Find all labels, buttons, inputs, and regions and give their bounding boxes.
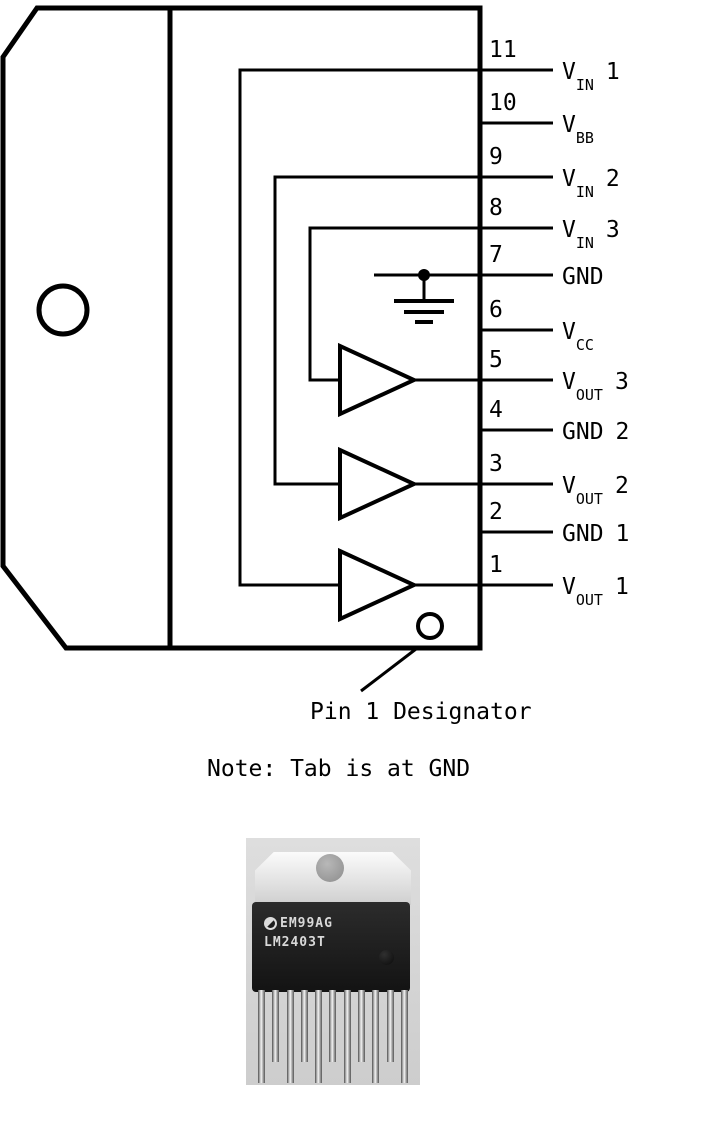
lead-6 [329,990,337,1062]
lead-5 [315,990,323,1083]
package-photo: EM99AG LM2403T [246,838,420,1085]
tab-gnd-note: Note: Tab is at GND [207,756,470,782]
mounting-hole [36,283,90,337]
pin-label-8: VIN 3 [562,217,620,252]
wire-vin3 [308,226,480,382]
photo-marking-line2: LM2403T [264,935,326,950]
label-tail: 2 [616,419,630,445]
pin-label-7: GND [562,264,604,290]
photo-marking-line1: EM99AG [264,916,333,931]
pin-number-11: 11 [489,37,517,63]
pin-label-5: VOUT 3 [562,369,629,404]
junction-dot [418,269,430,281]
label-tail: 2 [615,473,629,499]
label-tail: 3 [615,369,629,395]
label-sub: IN [576,76,594,94]
label-sub: OUT [576,591,603,609]
label-base: GND [562,419,604,445]
label-base: V [562,112,576,138]
lead-9 [372,990,380,1083]
pin-number-5: 5 [489,347,503,373]
buffer-amplifiers [338,342,419,623]
pin-number-2: 2 [489,499,503,525]
label-tail: 3 [606,217,620,243]
pinout-diagram: 11 10 9 8 7 6 5 4 3 2 1 VIN1 VBB VIN2 VI… [0,5,629,782]
pin-label-9: VIN 2 [562,166,620,201]
label-tail: 1 [606,59,620,85]
lead-1 [258,990,265,1083]
label-base: V [562,319,576,345]
pin-number-8: 8 [489,195,503,221]
label-base: GND [562,521,604,547]
national-semiconductor-logo-icon [264,917,277,930]
label-tail: 1 [616,521,630,547]
label-base: V [562,473,576,499]
pin-numbers: 11 10 9 8 7 6 5 4 3 2 1 [489,37,517,578]
pin-number-9: 9 [489,144,503,170]
lead-4 [300,990,308,1062]
pin-label-6: VCC [562,319,594,354]
label-sub: OUT [576,490,603,508]
photo-body-dimple [379,950,394,965]
pin-number-7: 7 [489,242,503,268]
photo-metal-tab [255,852,411,905]
pin-label-3: VOUT 2 [562,473,629,508]
pin1-designator-arrow [360,647,417,693]
label-sub: IN [576,183,594,201]
amplifier-1-icon [338,547,419,623]
label-sub: CC [576,336,594,354]
pin-number-10: 10 [489,90,517,116]
photo-package-body: EM99AG LM2403T [252,902,410,992]
pin-number-4: 4 [489,397,503,423]
pin-label-4: GND 2 [562,419,629,445]
pin1-designator-label: Pin 1 Designator [310,699,532,725]
pin-number-3: 3 [489,451,503,477]
lead-7 [343,990,351,1083]
lead-8 [358,990,366,1062]
pin-number-6: 6 [489,297,503,323]
pin1-designator-circle [416,612,444,640]
marking-text-line1: EM99AG [280,916,333,931]
label-sub: OUT [576,386,603,404]
label-tail: 2 [606,166,620,192]
label-base: V [562,369,576,395]
label-tail: 1 [615,574,629,600]
pin-lines [414,68,553,587]
ground-symbol-icon [394,299,454,324]
pin-label-10: VBB [562,112,594,147]
lead-2 [272,990,280,1062]
pin-number-1: 1 [489,552,503,578]
pin-label-1: VOUT 1 [562,574,629,609]
photo-leads [258,990,408,1085]
wire-vin1 [238,68,480,587]
label-base: V [562,574,576,600]
lead-10 [386,990,394,1062]
label-base: V [562,166,576,192]
label-base: V [562,217,576,243]
lead-11 [400,990,408,1083]
label-sub: IN [576,234,594,252]
photo-tab-hole [316,854,344,882]
label-sub: BB [576,129,594,147]
label-base: GND [562,264,604,290]
label-base: V [562,59,576,85]
pin-label-2: GND 1 [562,521,629,547]
pin-label-11: VIN 1 [562,59,620,94]
wire-vin2 [273,175,480,486]
amplifier-2-icon [338,446,419,522]
lead-3 [286,990,294,1083]
amplifier-3-icon [338,342,419,418]
